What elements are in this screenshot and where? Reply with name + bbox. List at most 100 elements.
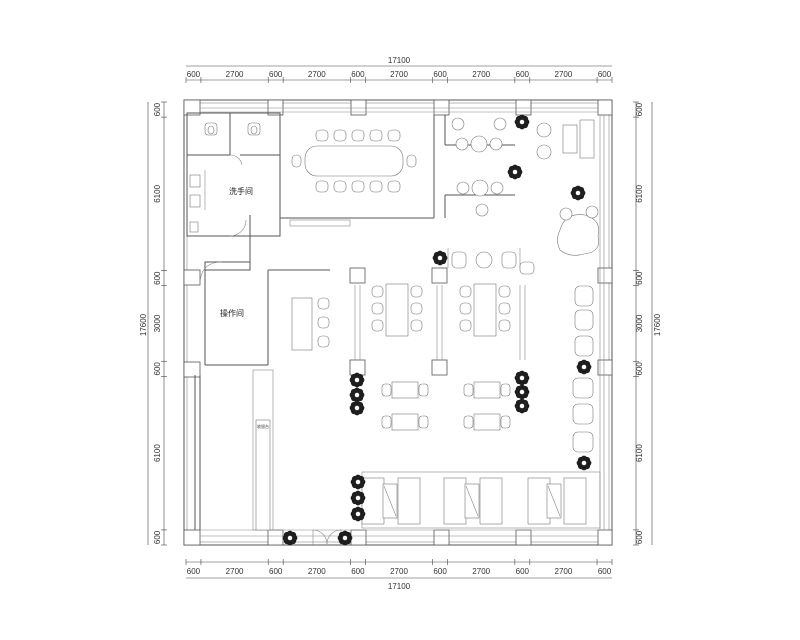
chair	[371, 319, 384, 332]
top-total-dimension: 17100	[388, 56, 411, 65]
round-table	[471, 179, 489, 197]
plant-pot	[519, 403, 525, 409]
chair	[351, 180, 365, 193]
dimension-segment-label: 600	[635, 530, 644, 544]
booth-seat	[563, 477, 587, 525]
chair	[410, 319, 423, 332]
round-table	[475, 251, 493, 269]
booth-seat	[397, 477, 421, 525]
dimension-segment-label: 600	[269, 567, 283, 576]
dimension-segment-label: 6100	[153, 444, 162, 462]
dimension-segment-label: 2700	[226, 70, 244, 79]
chair	[406, 154, 417, 168]
dimension-segment-label: 600	[351, 567, 365, 576]
chair	[418, 383, 429, 397]
lounge-area	[451, 117, 599, 453]
booth-table-hatch	[465, 485, 479, 517]
chair	[536, 122, 552, 138]
dimension-segment-label: 600	[635, 102, 644, 116]
dimension-segment-label: 2700	[472, 567, 490, 576]
table	[385, 283, 409, 337]
chair	[371, 302, 384, 315]
chair	[459, 319, 472, 332]
chair	[490, 181, 504, 195]
plant-icon	[432, 250, 448, 266]
plant-pot	[437, 255, 443, 261]
plant-pot	[287, 535, 293, 541]
dimension-segment-label: 2700	[555, 70, 573, 79]
armchair	[574, 285, 594, 307]
dimension-segment-label: 600	[635, 271, 644, 285]
plant-pot	[519, 389, 525, 395]
table	[473, 413, 501, 431]
plant-icon	[514, 114, 530, 130]
chair	[317, 297, 330, 310]
dimension-segment-label: 6100	[153, 184, 162, 202]
washroom-label: 洗手间	[229, 186, 253, 196]
chair	[559, 207, 573, 221]
chair	[451, 251, 467, 269]
plant-icon	[349, 372, 365, 388]
chair	[410, 302, 423, 315]
plant-pot	[355, 511, 361, 517]
chair	[369, 180, 383, 193]
table	[473, 283, 497, 337]
armchair	[574, 309, 594, 331]
chair	[351, 129, 365, 142]
chair	[459, 302, 472, 315]
plant-icon	[350, 506, 366, 522]
dimension-segment-label: 600	[269, 70, 283, 79]
table	[391, 381, 419, 399]
booth-seat	[443, 477, 467, 525]
outer-walls	[183, 99, 613, 546]
dimension-segment-label: 600	[433, 70, 447, 79]
chair	[387, 180, 401, 193]
chair	[455, 137, 469, 151]
dimension-segment-label: 6100	[635, 444, 644, 462]
plant-icon	[514, 370, 530, 386]
plant-icon	[350, 474, 366, 490]
plant-pot	[342, 535, 348, 541]
plant-pot	[354, 377, 360, 383]
chair	[387, 129, 401, 142]
plant-icon	[570, 185, 586, 201]
left-total-dimension: 17600	[139, 313, 148, 336]
chair	[451, 117, 465, 131]
dimension-segment-label: 600	[598, 70, 612, 79]
armchair	[572, 377, 594, 399]
chair	[463, 383, 474, 397]
chair	[315, 129, 329, 142]
dimension-segment-label: 600	[516, 567, 530, 576]
dimension-segment-label: 600	[351, 70, 365, 79]
dimension-segment-label: 600	[598, 567, 612, 576]
dimension-segment-label: 600	[153, 362, 162, 376]
table	[473, 381, 501, 399]
plant-icon	[507, 164, 523, 180]
dimension-segment-label: 600	[516, 70, 530, 79]
armchair	[572, 403, 594, 425]
chair	[333, 129, 347, 142]
plant-icon	[337, 530, 353, 546]
plant-icon	[576, 455, 592, 471]
plant-pot	[354, 405, 360, 411]
dimension-segment-label: 3000	[635, 314, 644, 332]
chair	[501, 251, 517, 269]
chair	[498, 319, 511, 332]
meeting-table-group	[291, 129, 417, 193]
chair	[418, 415, 429, 429]
plant-pot	[581, 460, 587, 466]
chair	[315, 180, 329, 193]
plant-pot	[519, 375, 525, 381]
plant-icon	[349, 400, 365, 416]
armchair	[572, 431, 594, 453]
plant-pot	[519, 119, 525, 125]
chair	[500, 383, 511, 397]
chair	[459, 285, 472, 298]
chair	[498, 302, 511, 315]
plant-pot	[354, 392, 360, 398]
chair	[317, 316, 330, 329]
